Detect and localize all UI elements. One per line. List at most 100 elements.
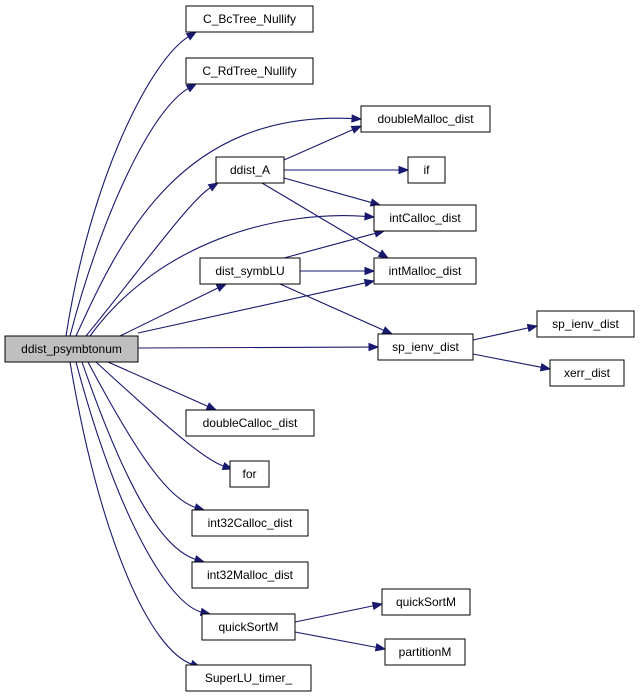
- call-nodes: ddist_psymbtonum C_BcTree_NullifyC_RdTree…: [4, 5, 635, 692]
- edge-ddist_psymbtonum-to-sp_ienv_dist: [137, 342, 380, 352]
- node-quicksortm-r[interactable]: quickSortM: [381, 588, 471, 616]
- edge-line: [137, 282, 367, 334]
- edge-ddist_psymbtonum-to-dist_symbLU: [119, 283, 228, 337]
- call-edges: [65, 31, 552, 668]
- node-label: for: [242, 467, 256, 481]
- node-sp-ienv-dist[interactable]: sp_ienv_dist: [377, 333, 474, 361]
- node-label: C_RdTree_Nullify: [202, 64, 296, 78]
- edge-line: [294, 605, 375, 623]
- edge-arrowhead: [215, 283, 228, 292]
- node-doublecalloc-dist[interactable]: doubleCalloc_dist: [185, 409, 315, 437]
- node-box[interactable]: [199, 257, 301, 285]
- node-box[interactable]: [185, 409, 315, 437]
- edge-line: [137, 346, 371, 349]
- edge-ddist_psymbtonum-to-C_RdTree_Nullify: [69, 83, 198, 337]
- edge-ddist_psymbtonum-to-doubleCalloc_dist: [107, 361, 218, 411]
- edge-line: [283, 128, 354, 161]
- node-box[interactable]: [407, 156, 446, 184]
- node-box[interactable]: [377, 333, 474, 361]
- edge-arrowhead: [185, 31, 198, 41]
- node-ddist-psymbtonum[interactable]: ddist_psymbtonum: [4, 335, 139, 363]
- node-box[interactable]: [191, 561, 309, 589]
- edge-arrowhead: [363, 278, 376, 288]
- node-label: sp_ienv_dist: [392, 340, 459, 354]
- edge-arrowhead: [364, 212, 376, 221]
- edge-arrowhead: [205, 402, 218, 411]
- edge-line: [85, 186, 212, 337]
- node-box[interactable]: [384, 638, 466, 666]
- node-box[interactable]: [215, 156, 285, 184]
- node-box[interactable]: [381, 588, 471, 616]
- edge-ddist_A-to-if: [284, 165, 410, 175]
- edge-arrowhead: [398, 165, 410, 175]
- node-partitionm[interactable]: partitionM: [384, 638, 466, 666]
- edge-line: [107, 361, 209, 408]
- node-box[interactable]: [201, 613, 296, 641]
- edge-line: [283, 232, 377, 259]
- node-c-rdtree-nullify[interactable]: C_RdTree_Nullify: [185, 57, 314, 85]
- node-dist-symblu[interactable]: dist_symbLU: [199, 257, 301, 285]
- node-label: C_BcTree_Nullify: [203, 12, 296, 26]
- edge-arrowhead: [207, 182, 220, 192]
- node-box[interactable]: [549, 359, 625, 387]
- node-box[interactable]: [373, 204, 477, 232]
- node-box[interactable]: [373, 257, 477, 285]
- node-box[interactable]: [185, 5, 314, 33]
- node-label: intMalloc_dist: [389, 264, 462, 278]
- edge-arrowhead: [364, 266, 376, 276]
- edge-arrowhead: [371, 601, 384, 611]
- node-quicksortm[interactable]: quickSortM: [201, 613, 296, 641]
- edge-arrowhead: [350, 125, 363, 134]
- edge-dist_symbLU-to-intMalloc_dist: [300, 266, 376, 276]
- node-box[interactable]: [185, 57, 314, 85]
- edge-dist_symbLU-to-sp_ienv_dist: [279, 283, 394, 335]
- edge-line: [87, 361, 197, 509]
- node-int32malloc-dist[interactable]: int32Malloc_dist: [191, 561, 309, 589]
- node-sp-ienv-dist-r[interactable]: sp_ienv_dist: [536, 310, 635, 338]
- node-label: quickSortM: [218, 620, 278, 634]
- node-doublemalloc-dist[interactable]: doubleMalloc_dist: [360, 105, 491, 133]
- node-box[interactable]: [536, 310, 635, 338]
- edge-line: [283, 177, 373, 204]
- edge-ddist_psymbtonum-to-int32Malloc_dist: [81, 361, 206, 564]
- edge-ddist_A-to-doubleMalloc_dist: [283, 125, 363, 161]
- edge-line: [119, 287, 220, 337]
- edge-arrowhead: [374, 643, 387, 652]
- node-int32calloc-dist[interactable]: int32Calloc_dist: [191, 509, 309, 537]
- node-label: quickSortM: [396, 595, 456, 609]
- node-box[interactable]: [191, 509, 309, 537]
- edge-arrowhead: [185, 83, 198, 93]
- node-label: sp_ienv_dist: [552, 317, 619, 331]
- node-intmalloc-dist[interactable]: intMalloc_dist: [373, 257, 477, 285]
- node-label: SuperLU_timer_: [205, 671, 293, 685]
- node-label: doubleMalloc_dist: [377, 112, 474, 126]
- node-label: dist_symbLU: [215, 264, 284, 278]
- node-box[interactable]: [4, 335, 139, 363]
- node-ddist-a[interactable]: ddist_A: [215, 156, 285, 184]
- edge-line: [279, 283, 385, 332]
- edge-arrowhead: [351, 114, 363, 123]
- node-box[interactable]: [229, 460, 270, 488]
- edge-ddist_psymbtonum-to-intMalloc_dist: [137, 278, 376, 334]
- node-c-bctree-nullify[interactable]: C_BcTree_Nullify: [185, 5, 314, 33]
- edge-arrowhead: [539, 363, 552, 372]
- edge-ddist_A-to-intCalloc_dist: [283, 177, 382, 207]
- edge-line: [75, 117, 354, 337]
- node-box[interactable]: [185, 664, 312, 692]
- edge-quickSortM-to-partitionM: [294, 631, 387, 652]
- node-label: partitionM: [399, 645, 452, 659]
- node-superlu-timer-[interactable]: SuperLU_timer_: [185, 664, 312, 692]
- node-label: ddist_psymbtonum: [21, 342, 122, 356]
- node-label: int32Malloc_dist: [207, 568, 294, 582]
- edge-ddist_psymbtonum-to-intCalloc_dist: [89, 212, 376, 337]
- node-label: ddist_A: [230, 163, 270, 177]
- node-intcalloc-dist[interactable]: intCalloc_dist: [373, 204, 477, 232]
- edge-quickSortM-to-quickSortM_r: [294, 601, 384, 623]
- node-if[interactable]: if: [407, 156, 446, 184]
- edge-line: [472, 353, 543, 369]
- edge-line: [261, 182, 382, 255]
- node-for[interactable]: for: [229, 460, 270, 488]
- node-xerr-dist[interactable]: xerr_dist: [549, 359, 625, 387]
- node-box[interactable]: [360, 105, 491, 133]
